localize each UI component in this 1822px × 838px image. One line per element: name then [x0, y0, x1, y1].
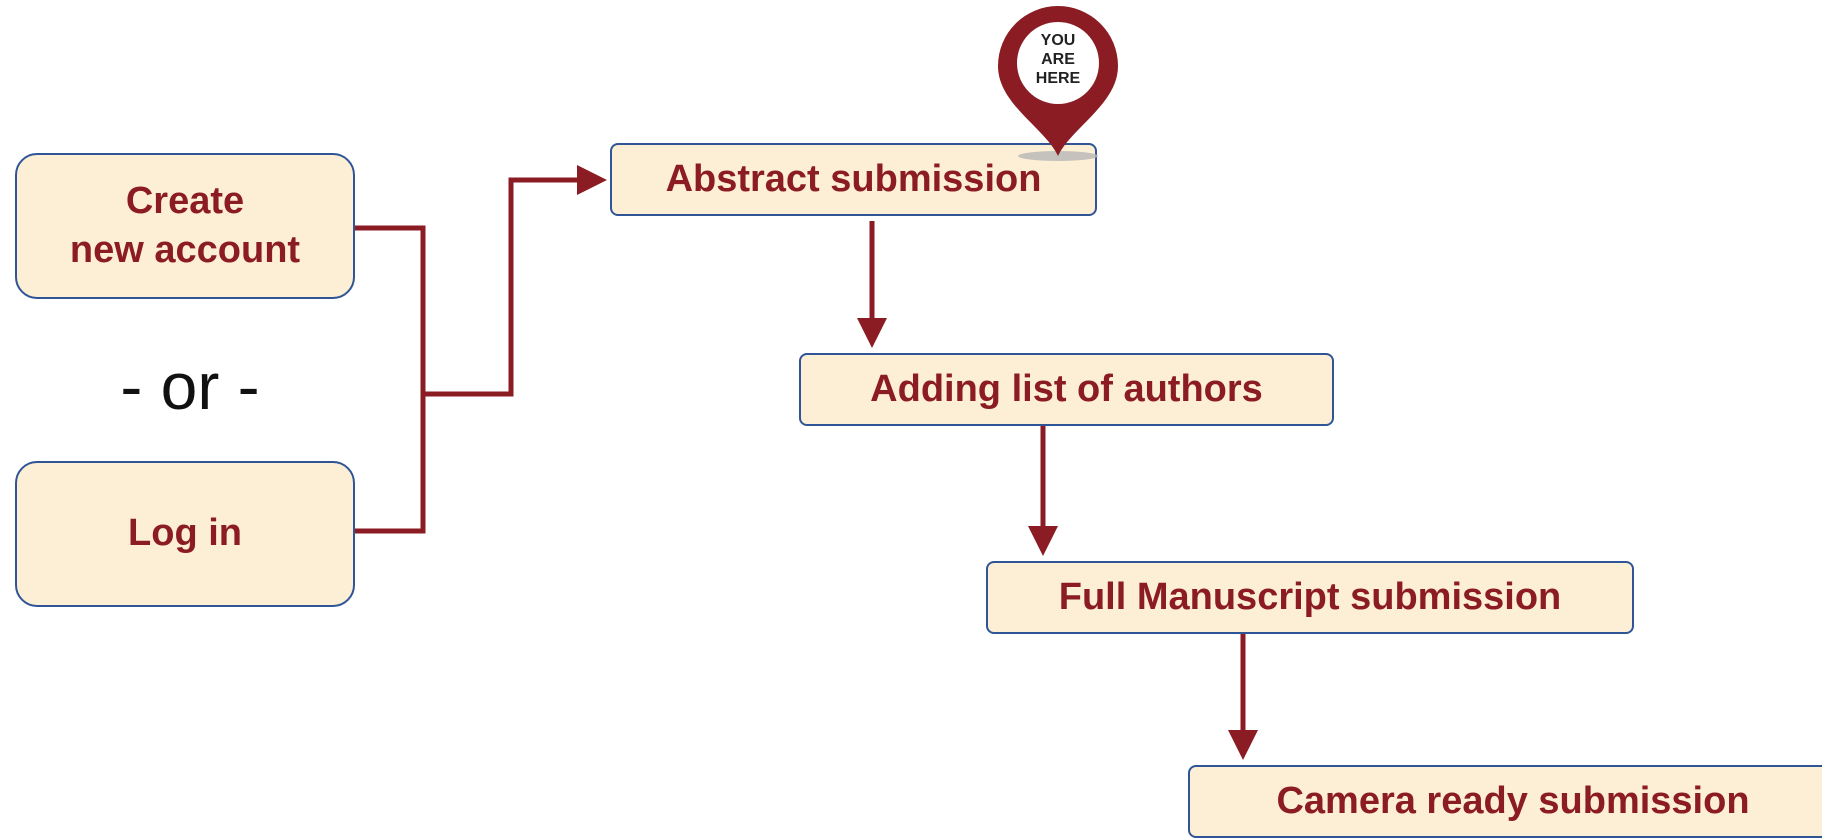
- bracket-connector: [355, 225, 426, 534]
- or-separator: - or -: [120, 349, 260, 423]
- abstract-submission-box[interactable]: Abstract submission: [610, 143, 1097, 216]
- full-manuscript-box[interactable]: Full Manuscript submission: [986, 561, 1634, 634]
- location-pin-icon: [998, 6, 1118, 161]
- full-manuscript-label: Full Manuscript submission: [1058, 576, 1562, 618]
- create-account-label-line1: Create: [125, 179, 245, 222]
- camera-ready-box[interactable]: Camera ready submission: [1188, 765, 1822, 838]
- camera-ready-label: Camera ready submission: [1276, 780, 1750, 822]
- create-account-box[interactable]: Create new account: [15, 153, 355, 299]
- adding-authors-box[interactable]: Adding list of authors: [799, 353, 1334, 426]
- abstract-submission-label: Abstract submission: [665, 158, 1042, 200]
- you-are-here-label: YOU ARE HERE: [1035, 32, 1081, 87]
- adding-authors-label: Adding list of authors: [870, 368, 1263, 410]
- create-account-label-line2: new account: [69, 229, 301, 271]
- login-box[interactable]: Log in: [15, 461, 355, 607]
- login-label: Log in: [128, 512, 242, 555]
- connector-to-abstract: [423, 165, 607, 397]
